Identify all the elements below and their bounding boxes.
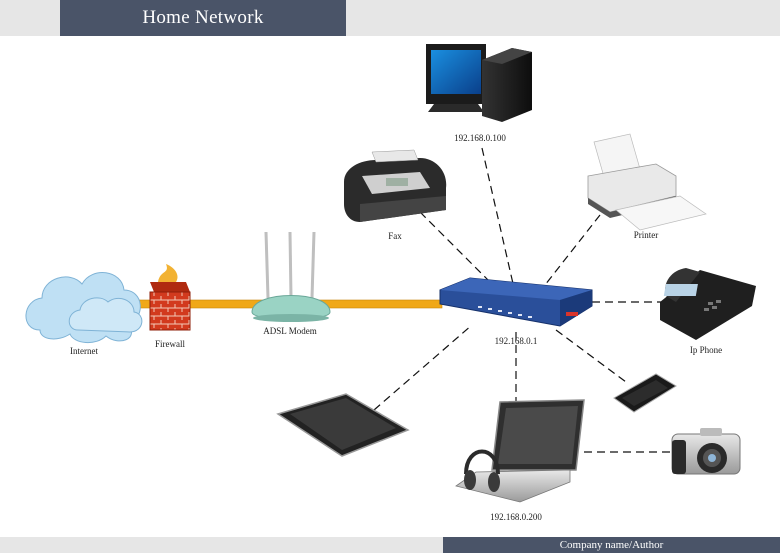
dashed-links <box>373 147 676 453</box>
fax-label: Fax <box>388 231 402 241</box>
link-smartphone <box>555 329 627 383</box>
author-label: Company name/Author <box>443 537 780 553</box>
switch-label: 192.168.0.1 <box>495 336 538 346</box>
desktop-label: 192.168.0.100 <box>454 133 506 143</box>
laptop-icon <box>455 399 585 503</box>
printer-label: Printer <box>634 230 659 240</box>
firewall-icon <box>149 264 191 331</box>
printer-icon <box>587 133 707 231</box>
laptop-label: 192.168.0.200 <box>490 512 542 522</box>
fax-icon <box>344 149 447 222</box>
camera-icon <box>671 428 741 475</box>
tablet-icon <box>276 393 410 457</box>
page-title: Home Network <box>60 0 346 36</box>
headphones-icon <box>464 449 500 492</box>
link-tablet <box>373 324 473 411</box>
link-fax <box>419 211 489 281</box>
network-switch-icon <box>439 277 593 327</box>
link-printer <box>544 214 601 286</box>
internet-label: Internet <box>70 346 98 356</box>
link-desktop <box>481 147 515 289</box>
smartphone-icon <box>613 373 677 413</box>
adsl-modem-icon <box>251 231 331 322</box>
ipphone-label: Ip Phone <box>690 345 722 355</box>
ip-phone-icon <box>660 268 756 340</box>
desktop-computer-icon <box>426 44 532 122</box>
modem-label: ADSL Modem <box>263 326 316 336</box>
firewall-label: Firewall <box>155 339 185 349</box>
internet-cloud-icon <box>25 272 143 343</box>
